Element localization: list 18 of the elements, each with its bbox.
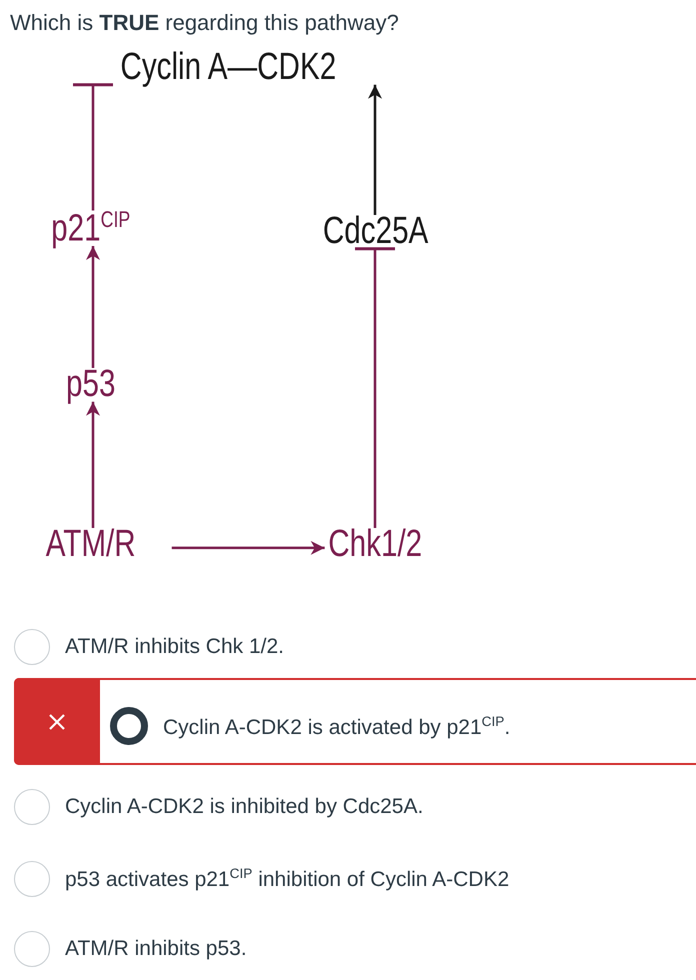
answer-option: ATM/R inhibits Chk 1/2.	[65, 635, 284, 659]
answer-option: p53 activates p21$^{CIP}$ inhibition of Cyclin A-CDK2	[65, 866, 510, 892]
answer-option: Cyclin A-CDK2 is inhibited by Cdc25A.	[65, 795, 424, 819]
protein-label: ATM/R	[44, 524, 137, 566]
arrow	[172, 540, 325, 555]
inhibition-line	[354, 247, 396, 528]
protein-label: Chk1/2	[326, 524, 424, 566]
answer-option: Cyclin A-CDK2 is activated by p21$^{CIP}$.	[163, 714, 510, 740]
answer-option: ATM/R inhibits p53.	[65, 937, 247, 961]
protein-label: p21$^{CIP}$	[49, 206, 132, 250]
arrow	[368, 84, 382, 215]
inhibition-line	[72, 83, 114, 210]
arrow	[86, 246, 100, 368]
question-text: Which is TRUE regarding this pathway?	[10, 10, 399, 36]
protein-label: p53	[64, 364, 116, 406]
arrow	[86, 402, 100, 528]
protein-label: Cyclin A—CDK2	[118, 47, 338, 89]
protein-label: Cdc25A	[320, 211, 430, 253]
